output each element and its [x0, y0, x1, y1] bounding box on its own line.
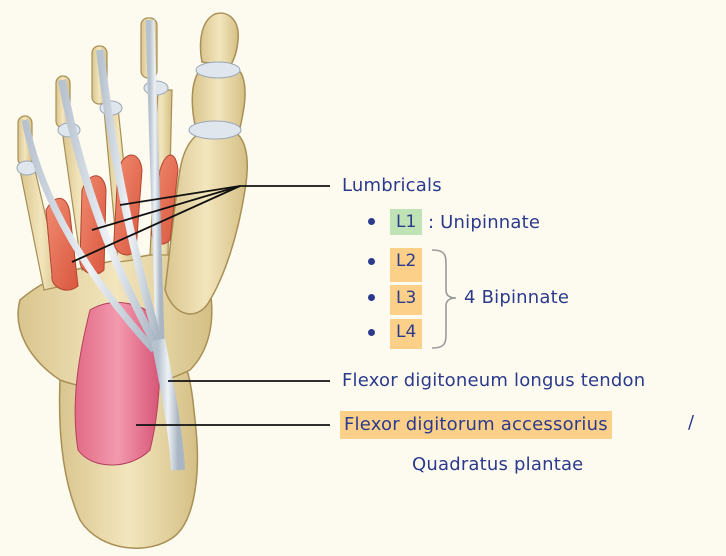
fda-label: Flexor digitorum accessorius	[340, 411, 612, 439]
unipinnate-label: : Unipinnate	[428, 210, 540, 236]
l1-label: L1	[390, 209, 422, 235]
bullet-l2	[368, 258, 375, 265]
l3-label: L3	[390, 285, 422, 315]
l4-label: L4	[390, 319, 422, 349]
fdl-tendon-label: Flexor digitoneum longus tendon	[342, 368, 645, 394]
bullet-l3	[368, 294, 375, 301]
bipinnate-label: 4 Bipinnate	[464, 285, 569, 311]
bullet-l4	[368, 329, 375, 336]
foot-bones	[17, 13, 247, 548]
bipinnate-brace	[432, 250, 456, 348]
lumbricals-label: Lumbricals	[342, 173, 442, 199]
bullet-l1	[368, 218, 375, 225]
slash-label: /	[688, 410, 694, 436]
quadratus-plantae-label: Quadratus plantae	[412, 452, 583, 478]
l2-label: L2	[390, 248, 422, 282]
